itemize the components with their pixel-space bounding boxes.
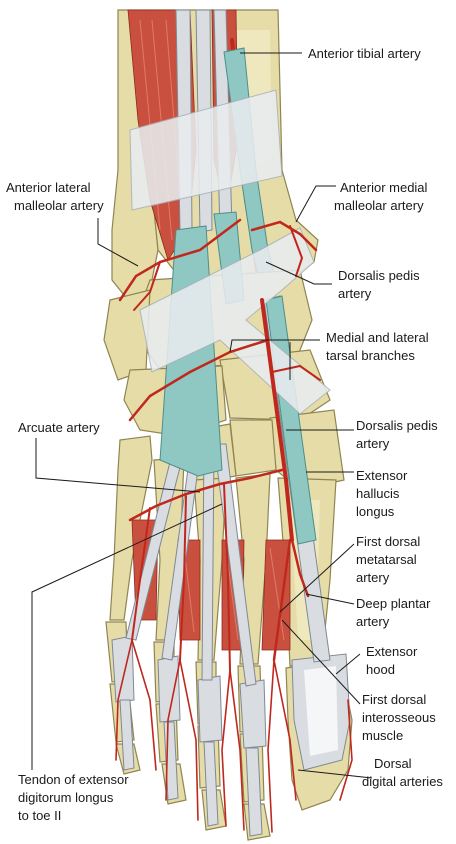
label-tendon-extensor-digitorum-longus: Tendon of extensor digitorum longus to t… xyxy=(18,772,132,823)
label-extensor-hood: Extensor hood xyxy=(366,644,421,677)
arteries xyxy=(115,218,353,833)
metatarsal-v xyxy=(109,435,153,621)
inferior-extensor-retinaculum xyxy=(139,227,331,415)
leader-first-dorsal-interosseous xyxy=(281,619,361,705)
label-dorsalis-pedis-artery-lower: Dorsalis pedis artery xyxy=(356,418,441,451)
leader-extensor-hood xyxy=(335,653,361,675)
label-anterior-tibial-artery: Anterior tibial artery xyxy=(308,46,421,61)
label-dorsalis-pedis-artery-upper: Dorsalis pedis artery xyxy=(338,268,423,301)
leader-anterior-medial-malleolar xyxy=(295,185,336,223)
tendon-edl-toe-iii xyxy=(201,443,215,681)
label-dorsal-digital-arteries: Dorsal digital arteries xyxy=(362,756,443,789)
first-dorsal-interosseous-muscle-shape xyxy=(261,539,291,651)
label-first-dorsal-interosseous-muscle: First dorsal interosseous muscle xyxy=(362,692,439,743)
leader-dorsal-digital-arteries xyxy=(297,769,373,779)
leader-dorsalis-pedis-upper xyxy=(265,261,332,285)
leader-tarsal-branches xyxy=(229,339,320,353)
arcuate-artery-vessel xyxy=(128,468,284,522)
label-medial-lateral-tarsal-branches: Medial and lateral tarsal branches xyxy=(326,330,432,363)
calcaneus xyxy=(103,289,151,381)
first-dorsal-metatarsal-artery-vessel xyxy=(272,538,292,662)
cuneiform-intermediate xyxy=(229,419,277,477)
leader-lines xyxy=(31,52,373,779)
label-deep-plantar-artery: Deep plantar artery xyxy=(356,596,434,629)
label-first-dorsal-metatarsal-artery: First dorsal metatarsal artery xyxy=(356,534,424,585)
leader-first-dorsal-metatarsal xyxy=(279,543,355,613)
leader-anterior-lateral-malleolar xyxy=(97,218,139,267)
leader-arcuate-artery xyxy=(35,438,201,493)
lateral-tarsal-artery xyxy=(128,338,270,422)
label-extensor-hallucis-longus: Extensor hallucis longus xyxy=(356,468,411,519)
superior-extensor-retinaculum xyxy=(129,89,283,211)
label-anterior-medial-malleolar-artery: Anterior medial malleolar artery xyxy=(334,180,431,213)
label-arcuate-artery: Arcuate artery xyxy=(18,420,100,435)
labels: Anterior tibial artery Anterior lateral … xyxy=(6,46,443,823)
leader-deep-plantar xyxy=(305,593,355,605)
label-anterior-lateral-malleolar-artery: Anterior lateral malleolar artery xyxy=(6,180,104,213)
leader-tendon-edl-toe-ii xyxy=(31,503,223,770)
